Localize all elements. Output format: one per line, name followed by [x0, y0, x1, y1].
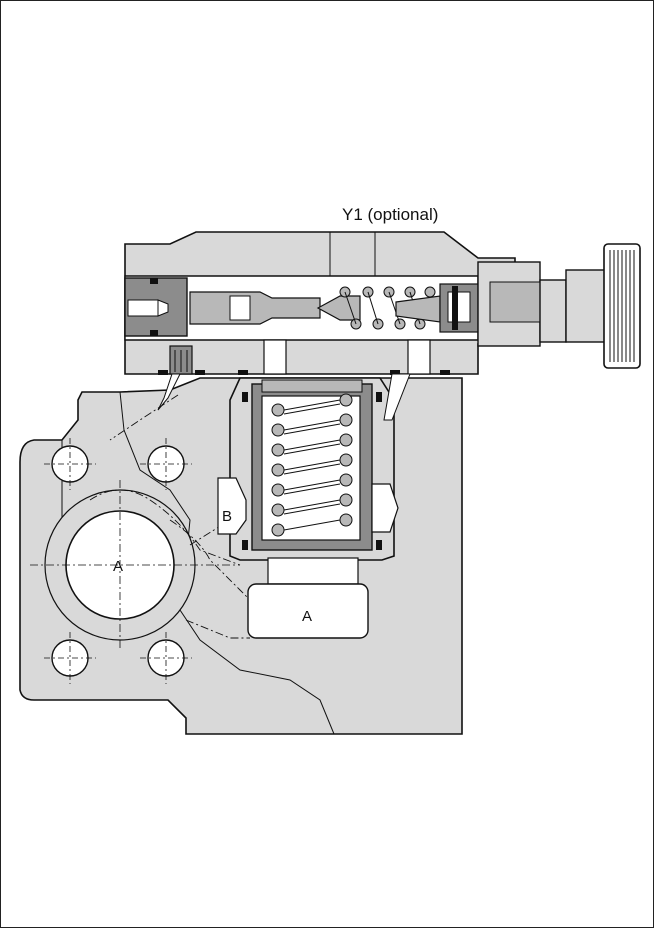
port-a-neck: [267, 557, 359, 585]
pilot-spring: [339, 286, 436, 330]
passage-2: [407, 339, 431, 375]
hole-centerlines: [44, 438, 192, 684]
label-port-a-flange: A: [113, 558, 123, 575]
port-a-centerlines: [30, 480, 240, 650]
pilot-seat: [189, 291, 321, 325]
passage-1: [263, 339, 287, 375]
main-spring: [271, 393, 353, 537]
pilot-poppet: [316, 295, 361, 321]
port-a-outlet: [247, 583, 369, 639]
o-rings: [150, 278, 458, 375]
label-port-b: B: [222, 508, 232, 525]
lock-nut: [539, 279, 567, 343]
label-port-a-outlet: A: [302, 608, 312, 625]
port-b-passage: [217, 477, 247, 535]
label-port-y1: Y1 (optional): [342, 205, 438, 224]
adjusting-knob[interactable]: [603, 243, 641, 369]
